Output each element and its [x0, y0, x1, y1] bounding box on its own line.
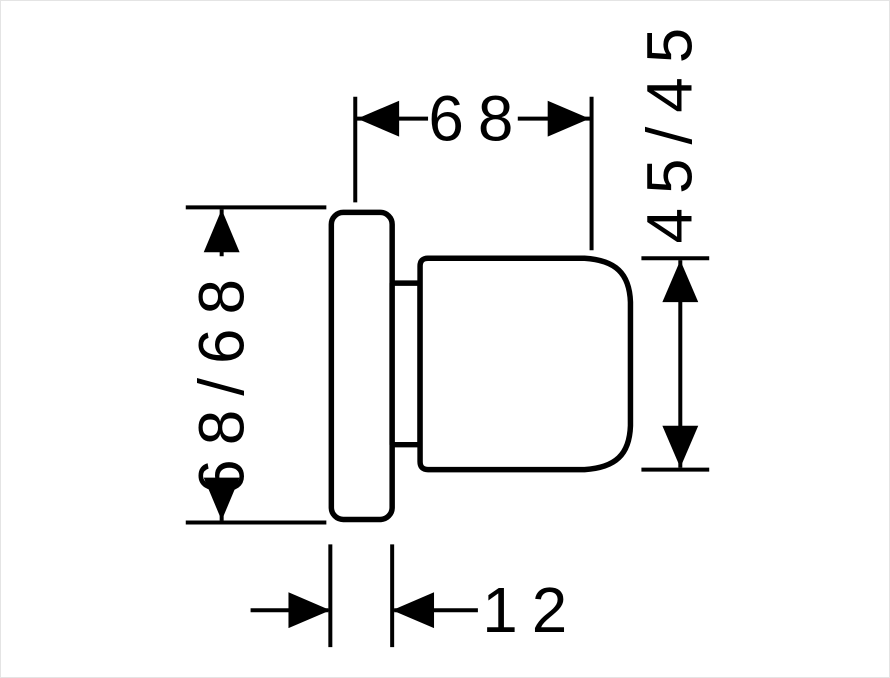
- valve-stem-outline: [389, 280, 423, 448]
- dim-left-group: 68/68: [186, 205, 327, 525]
- dim-bottom-arrow-left-icon: [392, 592, 435, 629]
- dim-left-arrow-up-icon: [203, 209, 240, 253]
- dim-top-label: 68: [428, 83, 527, 155]
- handle-outline: [417, 255, 634, 473]
- dim-left-arrow-down-icon: [203, 477, 240, 521]
- valve-body-group: [328, 209, 634, 523]
- dim-top-arrow-right-icon: [547, 100, 590, 137]
- dim-right-group: 45/45: [633, 14, 710, 472]
- dim-right-label: 45/45: [633, 14, 705, 244]
- dim-bottom-arrow-right-icon: [288, 592, 331, 629]
- dim-top-group: 68: [353, 83, 594, 251]
- dim-left-label: 68/68: [186, 265, 258, 495]
- dim-bottom-group: 12: [250, 544, 581, 648]
- dim-bottom-label: 12: [482, 574, 581, 646]
- escutcheon-plate-outline: [328, 209, 395, 523]
- dim-top-arrow-left-icon: [357, 100, 400, 137]
- dim-right-arrow-up-icon: [662, 260, 699, 303]
- dim-right-arrow-down-icon: [662, 425, 699, 468]
